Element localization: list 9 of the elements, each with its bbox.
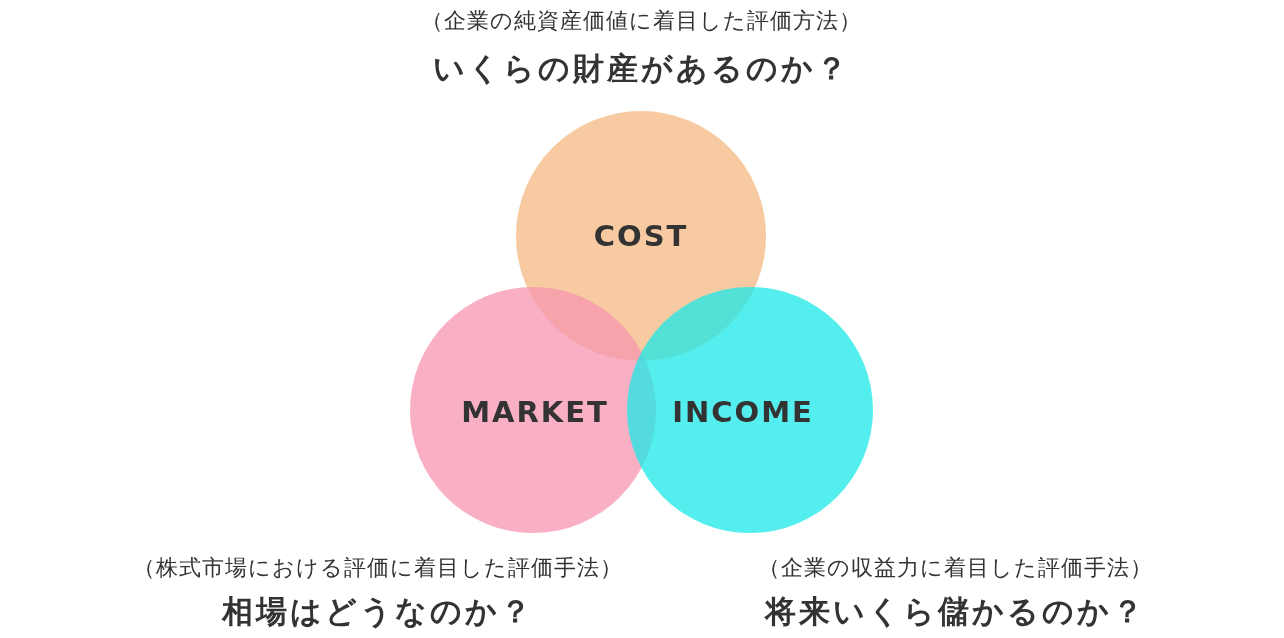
subtitle-text: （企業の収益力に着目した評価手法） (757, 554, 1153, 582)
question-heading: 将来いくら儲かるのか？ (764, 592, 1146, 631)
subtitle-text: （株式市場における評価に着目した評価手法） (133, 554, 623, 582)
circle-label: COST (593, 219, 689, 253)
question-heading: 相場はどうなのか？ (222, 592, 534, 631)
circle-label: INCOME (672, 395, 814, 429)
question-heading: いくらの財産があるのか？ (432, 49, 850, 88)
circle-label: MARKET (461, 395, 609, 429)
subtitle-text: （企業の純資産価値に着目した評価方法） (420, 7, 862, 35)
